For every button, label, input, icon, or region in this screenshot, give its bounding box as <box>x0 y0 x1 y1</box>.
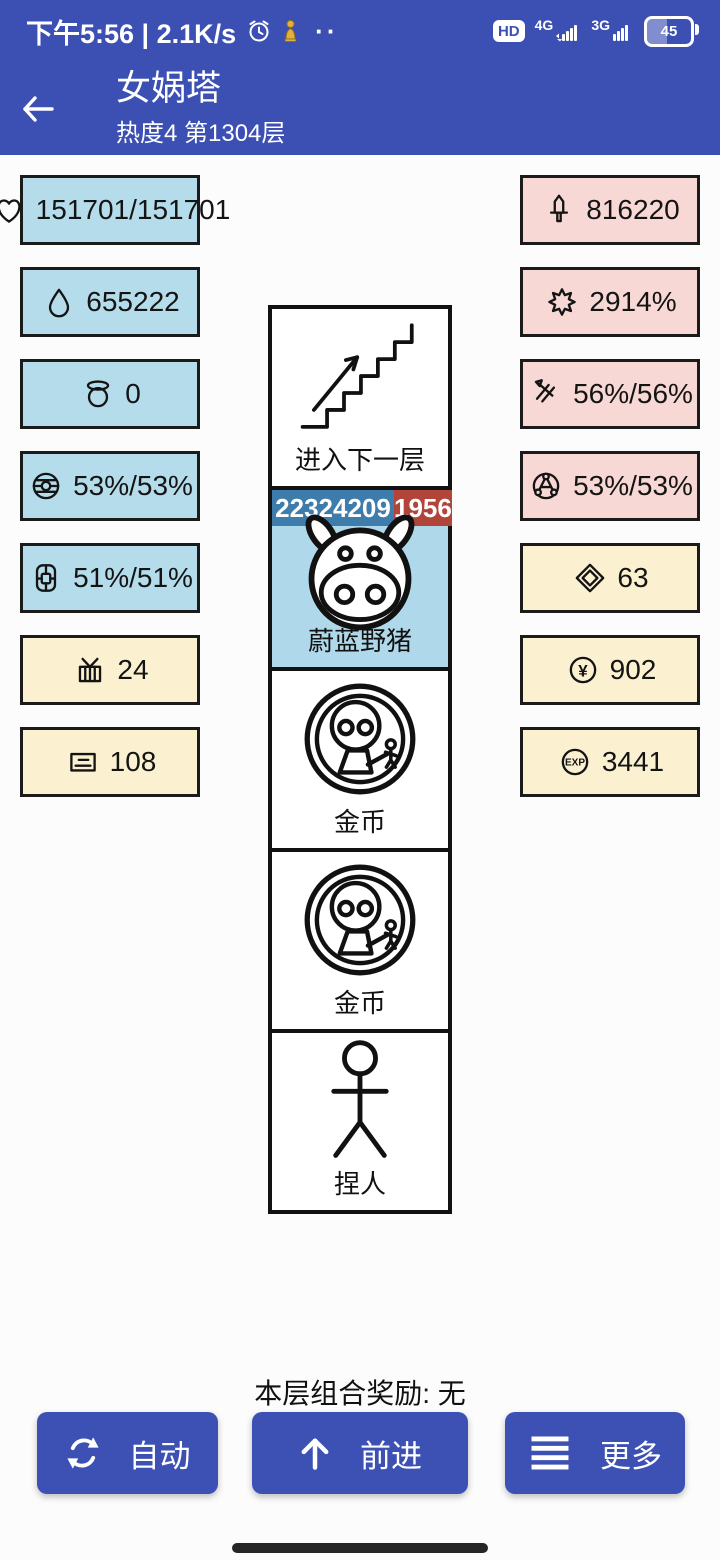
strike-icon <box>534 379 556 403</box>
stat-value: 63 <box>617 562 649 593</box>
stat-value: 24 <box>117 654 149 685</box>
exp-icon: EXP <box>561 748 589 776</box>
floor-combo-reward-text: 本层组合奖励: 无 <box>254 1378 466 1409</box>
diamond-icon <box>576 563 605 593</box>
stat-value: 53%/53% <box>573 470 693 501</box>
stat-value: 0 <box>125 378 141 409</box>
stat-money[interactable]: ¥ 902 <box>520 635 700 705</box>
stat-value: 3441 <box>601 746 665 777</box>
tower-map: 进入下一层 22324209 1956 <box>268 305 452 1214</box>
cell-label: 蔚蓝野猪 <box>307 626 412 656</box>
stat-exp[interactable]: EXP 3441 <box>520 727 700 797</box>
signal-4g: 4G <box>535 18 582 42</box>
pawn-person-icon <box>284 19 297 42</box>
stat-value: 2914% <box>589 286 677 317</box>
alarm-clock-icon <box>249 20 269 42</box>
stat-armor-percent[interactable]: 51%/51% <box>20 543 200 613</box>
map-cell-person[interactable]: 捏人 <box>268 1029 452 1214</box>
cell-label: 进入下一层 <box>294 445 425 475</box>
boar-face-icon <box>305 514 415 630</box>
stat-defense-percent[interactable]: 53%/53% <box>20 451 200 521</box>
page-subtitle: 热度4 第1304层 <box>116 120 286 148</box>
map-cell-coin-1[interactable]: 金币 <box>268 667 452 852</box>
burst-icon <box>548 288 577 316</box>
hd-badge: HD <box>492 20 525 42</box>
stat-value: 56%/56% <box>573 378 693 409</box>
molecule-icon <box>532 472 560 500</box>
refresh-icon <box>66 1437 99 1469</box>
sword-icon <box>550 194 569 223</box>
gold-coin-icon <box>304 864 416 975</box>
cell-label: 金币 <box>333 807 386 837</box>
signal-bars-icon <box>556 25 578 42</box>
map-cell-stairs[interactable]: 进入下一层 <box>268 305 452 490</box>
armor-icon <box>35 564 57 592</box>
svg-text:¥: ¥ <box>578 661 588 680</box>
map-cell-coin-2[interactable]: 金币 <box>268 848 452 1033</box>
stat-burst-percent[interactable]: 2914% <box>520 267 700 337</box>
auto-button[interactable]: 自动 <box>37 1412 218 1494</box>
signal-bars-icon <box>613 25 628 41</box>
back-arrow-icon <box>23 95 54 122</box>
gift-icon <box>79 657 102 683</box>
back-button[interactable] <box>0 62 76 155</box>
stat-mana[interactable]: 655222 <box>20 267 200 337</box>
map-cell-monster[interactable]: 22324209 1956 蔚蓝野猪 <box>268 486 452 671</box>
stat-value: 51%/51% <box>73 562 193 593</box>
cell-label: 金币 <box>333 988 386 1018</box>
stat-value: 902 <box>609 654 657 685</box>
home-indicator-bar[interactable] <box>232 1543 488 1553</box>
status-dots: ·· <box>315 15 339 46</box>
forward-button[interactable]: 前进 <box>252 1412 468 1494</box>
stat-diamonds[interactable]: 63 <box>520 543 700 613</box>
monster-hp: 22324209 <box>272 490 394 526</box>
stat-hp[interactable]: 151701/151701 <box>0 175 230 245</box>
stick-figure-icon <box>331 1039 389 1158</box>
battery-indicator: 45 <box>644 15 699 47</box>
pokeball-icon <box>32 472 60 500</box>
svg-text:EXP: EXP <box>565 758 585 769</box>
gold-coin-icon <box>304 683 416 794</box>
stat-value: 655222 <box>86 286 180 317</box>
left-stat-column: 151701/151701 655222 0 53%/53% <box>0 175 230 797</box>
stat-molecule-percent[interactable]: 53%/53% <box>520 451 700 521</box>
stat-value: 151701/151701 <box>35 194 231 225</box>
status-time: 下午5:56 | 2.1K/s <box>26 18 237 49</box>
status-bar: 下午5:56 | 2.1K/s ·· HD 4G <box>0 0 720 62</box>
more-button[interactable]: 更多 <box>505 1412 685 1494</box>
stat-gifts[interactable]: 24 <box>20 635 200 705</box>
button-label: 前进 <box>360 1438 422 1474</box>
droplet-icon <box>49 288 70 318</box>
stat-attack[interactable]: 816220 <box>520 175 700 245</box>
stat-strike-percent[interactable]: 56%/56% <box>520 359 700 429</box>
menu-lines-icon <box>531 1436 569 1470</box>
signal-3g: 3G <box>591 18 634 42</box>
button-label: 更多 <box>600 1438 662 1474</box>
app-header: 女娲塔 热度4 第1304层 <box>0 62 720 155</box>
stat-halo[interactable]: 0 <box>20 359 200 429</box>
stat-cards[interactable]: 108 <box>20 727 200 797</box>
card-icon <box>69 752 96 772</box>
yen-icon: ¥ <box>569 656 596 684</box>
up-arrow-icon <box>301 1438 329 1470</box>
page-title: 女娲塔 <box>116 68 222 108</box>
cell-label: 捏人 <box>333 1169 386 1199</box>
halo-head-icon <box>87 380 110 408</box>
heart-icon <box>0 199 21 223</box>
button-label: 自动 <box>128 1438 191 1474</box>
right-stat-column: 816220 2914% 56%/56% <box>520 175 700 797</box>
stairs-up-icon <box>300 322 414 429</box>
stat-value: 108 <box>109 746 157 777</box>
stat-value: 53%/53% <box>73 470 193 501</box>
stat-value: 816220 <box>586 194 680 225</box>
